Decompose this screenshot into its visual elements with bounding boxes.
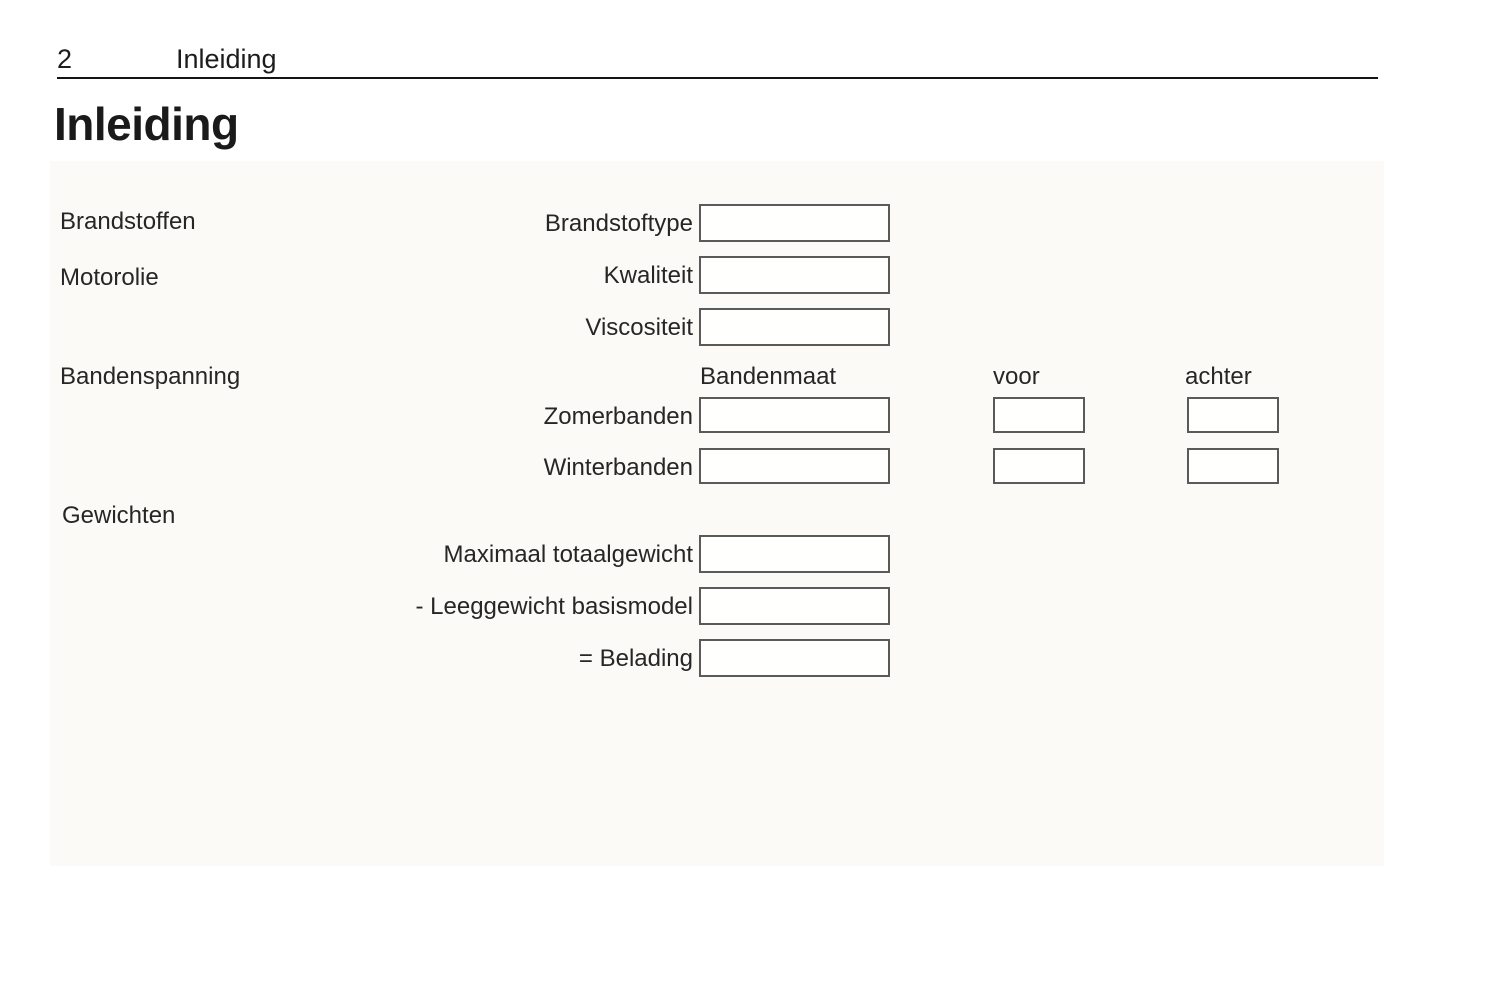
max-total-weight-input[interactable] xyxy=(699,535,890,573)
column-header-rear: achter xyxy=(1185,363,1252,390)
winter-tyres-rear-pressure-input[interactable] xyxy=(1187,448,1279,484)
page-title: Inleiding xyxy=(54,98,239,150)
column-header-front: voor xyxy=(993,363,1040,390)
section-label-tyre-pressure: Bandenspanning xyxy=(60,363,241,390)
fuel-type-label: Brandstoftype xyxy=(544,210,693,237)
summer-tyres-rear-pressure-input[interactable] xyxy=(1187,397,1279,433)
oil-quality-label: Kwaliteit xyxy=(603,262,693,289)
payload-input[interactable] xyxy=(699,639,890,677)
header-rule xyxy=(57,77,1378,79)
oil-viscosity-input[interactable] xyxy=(699,308,890,346)
fuel-type-input[interactable] xyxy=(699,204,890,242)
max-total-weight-label: Maximaal totaalgewicht xyxy=(443,541,693,568)
kerb-weight-base-model-input[interactable] xyxy=(699,587,890,625)
page-number: 2 xyxy=(57,44,73,74)
winter-tyres-label: Winterbanden xyxy=(543,454,693,481)
summer-tyres-size-input[interactable] xyxy=(699,397,890,433)
running-header-chapter: Inleiding xyxy=(176,44,277,74)
oil-quality-input[interactable] xyxy=(699,256,890,294)
section-label-weights: Gewichten xyxy=(62,502,176,529)
winter-tyres-front-pressure-input[interactable] xyxy=(993,448,1085,484)
winter-tyres-size-input[interactable] xyxy=(699,448,890,484)
column-header-tyre-size: Bandenmaat xyxy=(700,363,837,390)
summer-tyres-label: Zomerbanden xyxy=(543,403,693,430)
payload-label: = Belading xyxy=(578,645,693,672)
oil-viscosity-label: Viscositeit xyxy=(585,314,693,341)
section-label-engine-oil: Motorolie xyxy=(60,264,159,291)
kerb-weight-base-model-label: - Leeggewicht basismodel xyxy=(415,593,694,620)
summer-tyres-front-pressure-input[interactable] xyxy=(993,397,1085,433)
section-label-fuels: Brandstoffen xyxy=(60,208,196,235)
